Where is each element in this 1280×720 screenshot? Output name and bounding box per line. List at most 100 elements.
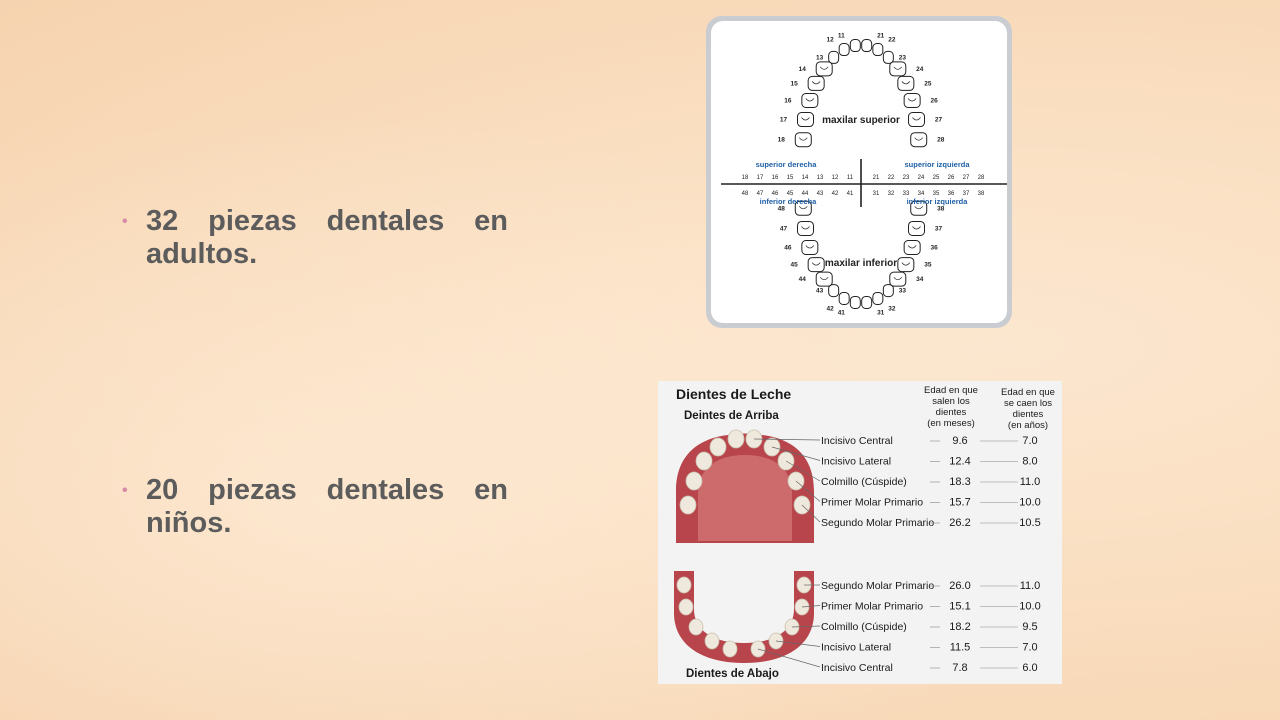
lower-jaw-label: maxilar inferior [825, 258, 897, 269]
arch-tooth-number: 42 [827, 305, 835, 312]
lower-arch [794, 200, 928, 309]
lower-gum-shape [674, 571, 814, 663]
adult-tooth [908, 112, 926, 128]
arch-tooth-number: 14 [799, 66, 807, 73]
eruption-months: 18.2 [949, 621, 970, 633]
tooth-number-label: 31 [873, 191, 880, 197]
tooth-groove [914, 206, 923, 210]
adult-tooth [815, 271, 833, 287]
primary-tooth [688, 618, 704, 636]
tooth-number-label: 33 [903, 191, 910, 197]
adult-tooth [807, 75, 825, 91]
tooth-number-label: 12 [832, 175, 839, 181]
tooth-groove [912, 226, 921, 230]
eruption-months: 12.4 [949, 456, 970, 468]
tooth-number-label: 48 [742, 191, 749, 197]
adult-tooth [861, 295, 873, 309]
tooth-number-label: 21 [873, 175, 880, 181]
months-header-line: (en meses) [927, 418, 975, 429]
tooth-groove [819, 66, 829, 70]
arch-tooth-number: 12 [827, 37, 835, 44]
years-header-line: (en años) [1008, 420, 1048, 431]
tooth-groove [912, 117, 921, 121]
tooth-number-label: 42 [832, 191, 839, 197]
arch-tooth-number: 35 [924, 262, 932, 269]
adult-tooth [794, 132, 812, 148]
adult-tooth [882, 284, 894, 298]
eruption-months: 11.5 [950, 642, 971, 654]
arch-tooth-numbers: 1112131415161718212223242526272841424344… [778, 33, 945, 317]
arch-tooth-number: 13 [816, 54, 824, 61]
primary-tooth [727, 429, 745, 449]
upper-arch [794, 39, 928, 148]
tooth-name: Primer Molar Primario [821, 497, 923, 509]
tooth-number-label: 44 [802, 191, 809, 197]
tooth-groove [811, 81, 821, 85]
adult-tooth [897, 257, 915, 273]
tooth-groove [893, 66, 903, 70]
shedding-years: 10.5 [1019, 517, 1040, 529]
arch-tooth-number: 24 [916, 66, 924, 73]
tooth-number-label: 14 [802, 175, 809, 181]
years-header-line: dientes [1013, 409, 1044, 420]
arch-tooth-number: 33 [899, 288, 907, 295]
bullet-children: • 20 piezas dentales en niños. [122, 474, 508, 540]
arch-tooth-number: 41 [838, 309, 846, 316]
tooth-number-label: 13 [817, 175, 824, 181]
arch-tooth-number: 26 [931, 98, 939, 105]
tooth-number-label: 24 [918, 175, 925, 181]
tooth-groove [811, 262, 821, 266]
tooth-name: Primer Molar Primario [821, 601, 923, 613]
leader-line [801, 605, 821, 608]
shedding-years: 7.0 [1022, 642, 1037, 654]
tooth-number-label: 26 [948, 175, 955, 181]
arch-tooth-number: 47 [780, 225, 788, 232]
eruption-months: 9.6 [952, 435, 967, 447]
arch-tooth-number: 22 [888, 37, 896, 44]
years-header-line: Edad en que [1001, 387, 1055, 398]
tooth-number-label: 11 [847, 175, 854, 181]
bullet-dot-icon: • [122, 482, 128, 499]
arch-tooth-number: 27 [935, 117, 943, 124]
tooth-number-label: 38 [978, 191, 985, 197]
adult-tooth [908, 220, 926, 236]
lower-primary-teeth [676, 576, 812, 658]
tooth-name: Incisivo Lateral [821, 642, 891, 654]
eruption-months: 26.0 [949, 580, 970, 592]
adult-tooth [794, 200, 812, 216]
tooth-number-label: 25 [933, 175, 940, 181]
adult-tooth [849, 295, 861, 309]
tooth-groove [805, 245, 815, 249]
shedding-years: 11.0 [1020, 580, 1041, 592]
tooth-number-label: 28 [978, 175, 985, 181]
quadrant-lower-left-label: inferior izquierda [907, 197, 969, 206]
primary-tooth [704, 632, 720, 650]
arch-tooth-number: 34 [916, 276, 924, 283]
tooth-number-label: 37 [963, 191, 970, 197]
adult-tooth [801, 239, 819, 255]
primary-teeth-diagram: Dientes de Leche Deintes de Arriba Dient… [674, 385, 1055, 680]
arch-tooth-number: 15 [791, 80, 799, 87]
tooth-number-label: 47 [757, 191, 764, 197]
tooth-number-label: 45 [787, 191, 794, 197]
arch-tooth-number: 23 [899, 54, 907, 61]
tooth-number-label: 41 [847, 191, 854, 197]
adult-tooth [897, 75, 915, 91]
bullet-dot-icon: • [122, 213, 128, 230]
eruption-months: 26.2 [949, 517, 970, 529]
shedding-years: 7.0 [1022, 435, 1037, 447]
tooth-number-label: 46 [772, 191, 779, 197]
leader-line [791, 625, 821, 628]
tooth-number-label: 27 [963, 175, 970, 181]
bullet-adults-text: 32 piezas dentales en adultos. [146, 205, 508, 270]
arch-tooth-number: 16 [784, 98, 792, 105]
adult-tooth [828, 284, 840, 298]
leader-line [757, 648, 821, 668]
quadrant-upper-right-label: superior derecha [756, 160, 818, 169]
eruption-months: 15.7 [949, 497, 970, 509]
adult-tooth [889, 61, 907, 77]
tooth-groove [907, 98, 917, 102]
tooth-number-label: 32 [888, 191, 895, 197]
